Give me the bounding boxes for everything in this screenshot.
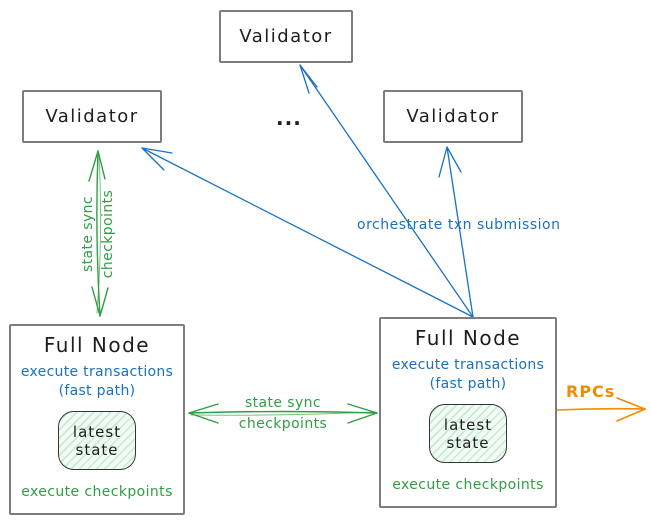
state-sync-vertical-label: state sync checkpoints (78, 190, 118, 278)
full-node-right-title: Full Node (414, 326, 522, 350)
full-node-left-box: Full Node execute transactions (fast pat… (9, 324, 185, 515)
txn-submission-arrow-to-left-validator (141, 147, 474, 318)
full-node-left-exec-transactions: execute transactions (fast path) (21, 363, 173, 401)
fast-path-line: (fast path) (429, 376, 507, 392)
latest-state-line1: latest (443, 415, 493, 434)
latest-state-line1: latest (72, 422, 122, 441)
txn-submission-arrow-to-top-validator (299, 64, 474, 318)
validator-right-label: Validator (406, 106, 500, 127)
full-node-right-box: Full Node execute transactions (fast pat… (379, 317, 557, 508)
state-sync-label-line1: state sync (80, 195, 96, 273)
exec-transactions-line: execute transactions (391, 357, 545, 373)
latest-state-line2: state (75, 440, 119, 459)
state-sync-label-line2: checkpoints (238, 416, 328, 432)
full-node-left-exec-checkpoints: execute checkpoints (21, 484, 173, 500)
validator-right-box: Validator (383, 90, 523, 143)
validator-left-label: Validator (45, 106, 139, 127)
fast-path-line: (fast path) (58, 383, 136, 399)
state-sync-arrow-horizontal (188, 403, 378, 424)
validator-left-box: Validator (22, 90, 162, 143)
orchestrate-txn-submission-label: orchestrate txn submission (357, 217, 561, 233)
validator-top-box: Validator (219, 10, 353, 63)
state-sync-label-line2: checkpoints (100, 189, 116, 279)
latest-state-box-left: latest state (58, 411, 136, 470)
rpcs-label: RPCs (566, 382, 616, 401)
rpcs-arrow (556, 397, 646, 422)
exec-transactions-line: execute transactions (20, 364, 174, 380)
txn-submission-arrow-to-right-validator (438, 146, 474, 318)
full-node-left-title: Full Node (43, 333, 151, 357)
latest-state-line2: state (446, 433, 490, 452)
full-node-right-exec-checkpoints: execute checkpoints (392, 477, 544, 493)
validator-top-label: Validator (239, 26, 333, 47)
full-node-right-exec-transactions: execute transactions (fast path) (392, 356, 544, 394)
state-sync-arrow-vertical (88, 150, 109, 317)
state-sync-label-line1: state sync (244, 395, 322, 411)
validators-ellipsis: ... (276, 106, 302, 130)
state-sync-horizontal-label: state sync checkpoints (239, 393, 327, 435)
latest-state-box-right: latest state (429, 404, 507, 463)
